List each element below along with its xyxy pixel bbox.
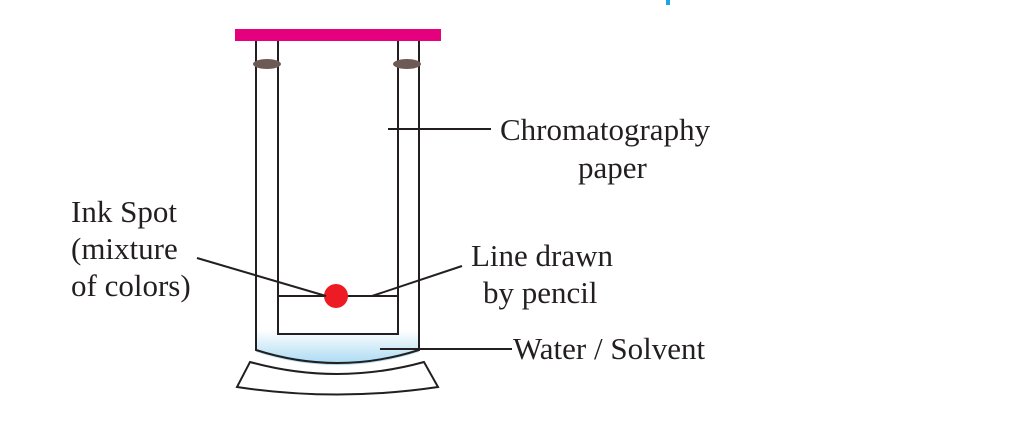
clip-left: [253, 59, 281, 69]
ink-spot: [324, 284, 348, 308]
support-rod: [235, 29, 441, 41]
leader-ink-spot: [196, 257, 327, 297]
chromatography-paper: [277, 40, 399, 335]
label-ink-spot-line1: Ink Spot: [71, 194, 177, 229]
label-ink-spot-line3: of colors): [71, 268, 191, 303]
jar-base: [235, 360, 440, 396]
label-ink-spot-line2: (mixture: [71, 231, 178, 266]
jar-outline: [255, 40, 420, 364]
label-pencil-line-line2: by pencil: [483, 275, 598, 310]
label-chromatography-paper-line2: paper: [578, 150, 648, 185]
corner-accent: [666, 0, 670, 5]
solvent: [256, 330, 419, 365]
label-pencil-line-line1: Line drawn: [471, 238, 614, 273]
clip-right: [393, 59, 421, 69]
leader-pencil-line: [371, 265, 463, 297]
label-chromatography-paper-line1: Chromatography: [500, 112, 711, 147]
label-solvent: Water / Solvent: [513, 331, 705, 366]
